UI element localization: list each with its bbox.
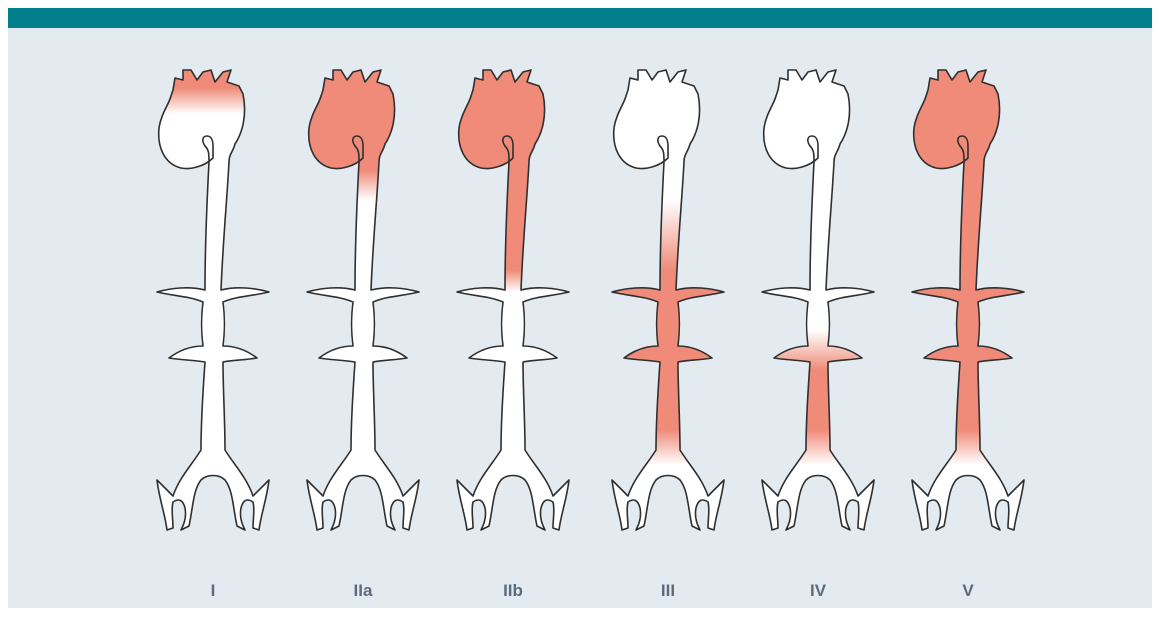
aorta-type-v (912, 70, 1024, 530)
aortic-dissection-classification-diagram: I IIa IIb III IV V (8, 28, 1152, 608)
aorta-outline (457, 70, 569, 530)
aorta-outline (307, 70, 419, 530)
type-label-iia: IIa (354, 581, 373, 600)
type-label-v: V (962, 581, 974, 600)
aorta-outline (762, 70, 874, 530)
aorta-type-iii (612, 70, 724, 530)
aorta-outline (157, 70, 269, 530)
aorta-outline (912, 70, 1024, 530)
aorta-outline (612, 70, 724, 530)
type-label-iv: IV (810, 581, 827, 600)
type-label-iib: IIb (503, 581, 523, 600)
aorta-type-iib (457, 70, 569, 530)
type-label-iii: III (661, 581, 675, 600)
aorta-type-iia (307, 70, 419, 530)
aorta-type-i (157, 70, 269, 530)
header-bar (8, 8, 1152, 28)
type-label-i: I (211, 581, 216, 600)
figure-frame: I IIa IIb III IV V (8, 8, 1152, 608)
aorta-type-iv (762, 70, 874, 530)
